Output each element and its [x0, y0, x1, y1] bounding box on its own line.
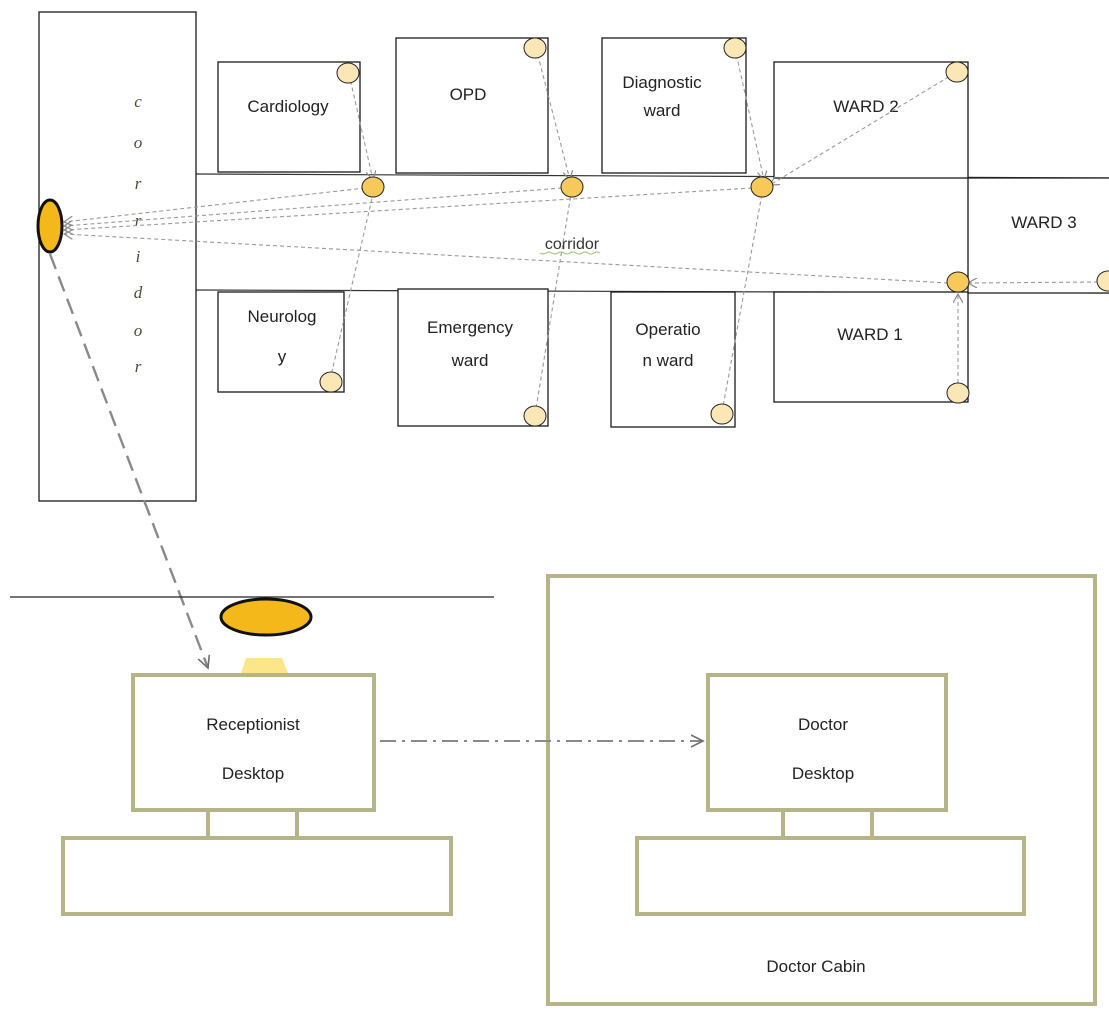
link-hub3-main: [64, 187, 753, 230]
label-diagnostic-2: ward: [643, 101, 681, 120]
corridor-letter-6: d: [134, 283, 143, 302]
doctor-keyboard[interactable]: [635, 836, 1026, 916]
main-corridor-node[interactable]: [36, 198, 64, 254]
sensor-cardiology[interactable]: [336, 62, 360, 84]
room-ward-1[interactable]: [773, 291, 969, 403]
label-cardiology: Cardiology: [247, 97, 329, 116]
sensor-ward-1[interactable]: [946, 382, 970, 404]
label-ward-3: WARD 3: [1011, 213, 1077, 232]
label-emergency-1: Emergency: [427, 318, 513, 337]
doctor-stand: [781, 808, 874, 840]
label-neurology-2: y: [278, 347, 287, 366]
corridor-letter-4: r: [135, 211, 142, 230]
sensor-neurology[interactable]: [319, 371, 343, 393]
receptionist-stand: [206, 808, 299, 840]
label-neurology-1: Neurolog: [248, 307, 317, 326]
hub-node-1[interactable]: [361, 176, 385, 198]
link-emergency-hub: [534, 193, 572, 416]
label-operation-2: n ward: [642, 351, 693, 370]
link-ward2-hub: [770, 72, 956, 185]
doctor-label-line1: Doctor: [798, 715, 848, 734]
link-hub2-main: [64, 187, 563, 226]
corridor-letter-7: o: [134, 321, 143, 340]
link-hub4-main: [64, 234, 949, 284]
ceiling-light-icon: [219, 597, 313, 637]
link-diagnostic-hub: [734, 47, 764, 180]
corridor-letter-5: i: [136, 247, 141, 266]
corridor-letter-3: r: [135, 174, 142, 193]
link-hub1-main: [64, 187, 366, 222]
room-ward-3[interactable]: [967, 177, 1109, 294]
room-cardiology[interactable]: [217, 61, 361, 173]
corridor-spellcheck-underline: [539, 251, 601, 255]
room-diagnostic-ward[interactable]: [601, 37, 747, 174]
hub-node-3[interactable]: [750, 176, 774, 198]
label-diagnostic-1: Diagnostic: [622, 73, 702, 92]
doctor-monitor[interactable]: [706, 673, 948, 812]
receptionist-label-line2: Desktop: [222, 764, 284, 783]
room-operation-ward[interactable]: [610, 291, 736, 428]
hub-node-2[interactable]: [560, 176, 584, 198]
sensor-emergency[interactable]: [523, 405, 547, 427]
link-opd-hub: [535, 47, 570, 180]
corridor-letter-1: c: [134, 92, 142, 111]
receptionist-monitor[interactable]: [131, 673, 376, 812]
link-main-to-receptionist: [48, 253, 208, 668]
sensor-ward-2[interactable]: [945, 61, 969, 83]
room-ward-2[interactable]: [773, 61, 969, 179]
label-emergency-2: ward: [451, 351, 489, 370]
corridor-letter-2: o: [134, 133, 143, 152]
link-neurology-hub: [329, 193, 374, 381]
room-opd[interactable]: [395, 37, 549, 174]
sensor-ward-3[interactable]: [1096, 270, 1109, 292]
label-corridor: corridor: [545, 236, 600, 253]
corridor-letter-8: r: [135, 357, 142, 376]
label-ward-2: WARD 2: [833, 97, 899, 116]
room-emergency-ward[interactable]: [397, 288, 549, 427]
label-opd: OPD: [450, 85, 487, 104]
doctor-label-line2: Desktop: [792, 764, 854, 783]
receptionist-label-line1: Receptionist: [206, 715, 300, 734]
doctor-cabin-label: Doctor Cabin: [766, 957, 865, 976]
sensor-diagnostic[interactable]: [723, 37, 747, 59]
hub-node-4[interactable]: [946, 271, 970, 293]
link-ward3-hub: [968, 282, 1099, 283]
sensor-operation[interactable]: [710, 403, 734, 425]
vertical-corridor: [38, 11, 197, 502]
sensor-opd[interactable]: [523, 37, 547, 59]
label-operation-1: Operatio: [635, 320, 700, 339]
receptionist-keyboard[interactable]: [61, 836, 453, 916]
label-ward-1: WARD 1: [837, 325, 903, 344]
link-operation-hub: [721, 193, 763, 413]
